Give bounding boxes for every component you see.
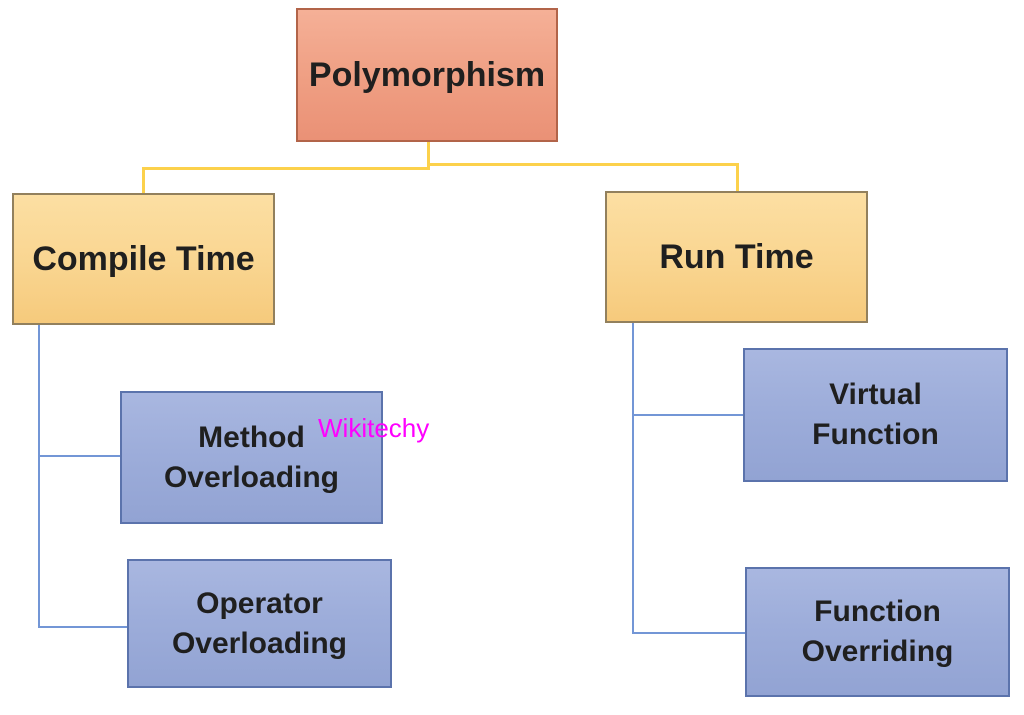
- node-function-overriding-label: Function Overriding: [801, 595, 954, 668]
- edge-run-branch-virtual: [632, 414, 743, 416]
- edge-root-drop-run: [736, 163, 739, 193]
- watermark-wikitechy: Wikitechy: [318, 413, 430, 443]
- node-polymorphism-label: Polymorphism: [308, 55, 546, 94]
- edge-root-crossbar-left: [142, 167, 430, 170]
- node-polymorphism: Polymorphism: [296, 8, 558, 142]
- node-run-time-label: Run Time: [659, 237, 814, 276]
- edge-run-trunk: [632, 323, 634, 634]
- edge-root-drop-compile: [142, 167, 145, 195]
- node-method-overloading: Method Overloading: [120, 391, 383, 524]
- node-function-overriding: Function Overriding: [745, 567, 1010, 697]
- edge-compile-branch-method: [38, 455, 120, 457]
- edge-root-stem: [427, 142, 430, 170]
- edge-compile-branch-operator: [38, 626, 128, 628]
- node-operator-overloading: Operator Overloading: [127, 559, 392, 688]
- node-virtual-function: Virtual Function: [743, 348, 1008, 482]
- node-method-overloading-label: Method Overloading: [163, 420, 340, 494]
- node-virtual-function-label: Virtual Function: [812, 378, 939, 451]
- edge-compile-trunk: [38, 325, 40, 628]
- node-compile-time: Compile Time: [12, 193, 275, 325]
- node-run-time: Run Time: [605, 191, 868, 323]
- node-operator-overloading-label: Operator Overloading: [171, 586, 348, 660]
- node-compile-time-label: Compile Time: [32, 239, 255, 278]
- edge-run-branch-function: [632, 632, 745, 634]
- edge-root-crossbar-right: [427, 163, 739, 166]
